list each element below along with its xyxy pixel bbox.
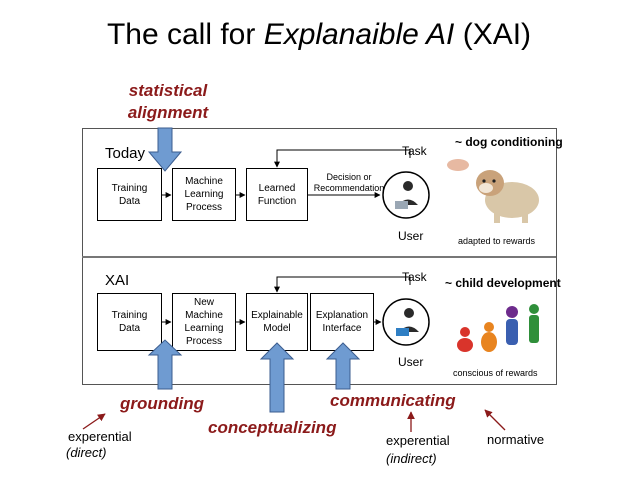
statistical-alignment-arrow <box>149 128 181 171</box>
xai-flow-arrows <box>162 277 410 322</box>
xai-user-icon <box>383 299 429 345</box>
conceptualizing-arrow <box>261 343 293 412</box>
today-user-icon <box>383 172 429 218</box>
dog-image <box>447 159 539 223</box>
children-image <box>457 304 539 352</box>
red-pointer-arrows <box>83 410 505 432</box>
communicating-arrow <box>327 343 359 389</box>
today-flow-arrows <box>162 150 410 195</box>
grounding-arrow <box>149 340 181 389</box>
